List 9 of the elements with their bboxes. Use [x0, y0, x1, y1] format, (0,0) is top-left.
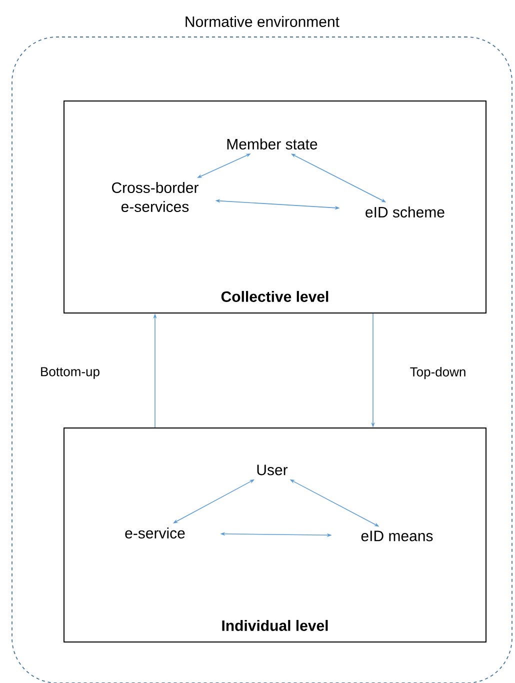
node-label: e-service [125, 528, 185, 538]
node-label: Member state [227, 138, 318, 150]
edge-label: Top-down [410, 366, 466, 380]
node-label: Cross-border e-services [112, 182, 198, 212]
node-label: User [257, 464, 288, 476]
node-label: Normative environment [186, 16, 340, 28]
edge-label: Bottom-up [41, 367, 100, 379]
node-label: eID scheme [366, 206, 444, 218]
node-label: eID means [361, 530, 433, 542]
